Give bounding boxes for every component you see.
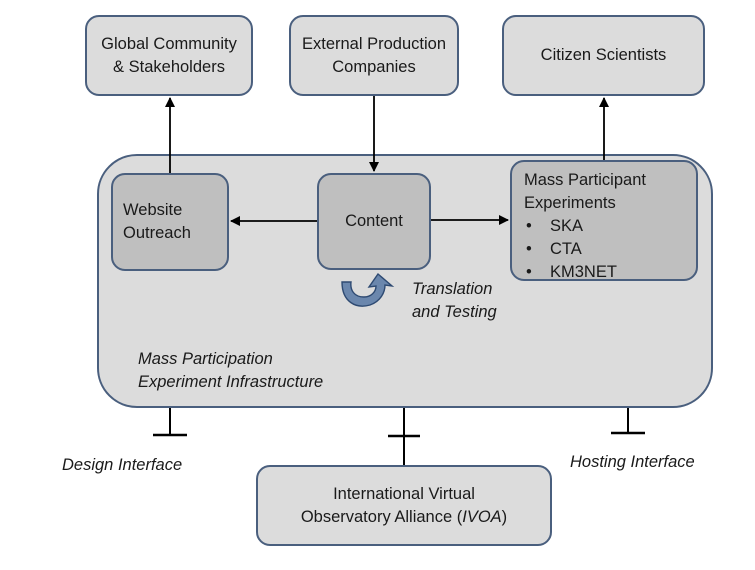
global-community-label: Global Community & Stakeholders [101,34,237,76]
translation-testing-label: Translation and Testing [412,278,497,324]
cycle-arrow-icon [341,272,395,307]
mass-participant-experiments-box: Mass Participant Experiments SKA CTA KM3… [510,160,698,284]
experiment-item-cta: CTA [524,238,617,261]
experiments-list: SKA CTA KM3NET [524,215,617,284]
external-production-label: External Production Companies [302,34,446,76]
mass-participant-experiments-title: Mass Participant Experiments [524,171,646,212]
global-community-box: Global Community & Stakeholders [85,15,253,96]
translation-label-line1: Translation [412,280,493,298]
design-interface-label: Design Interface [62,456,183,474]
citizen-scientists-label: Citizen Scientists [540,46,667,64]
infrastructure-label-line2: Experiment Infrastructure [138,373,324,391]
citizen-scientists-box: Citizen Scientists [502,15,705,96]
infrastructure-label-line1: Mass Participation [138,350,273,368]
content-box: Content [317,173,431,270]
translation-label-line2: and Testing [412,303,497,321]
experiment-item-ska: SKA [524,215,617,238]
external-production-box: External Production Companies [289,15,459,96]
ivoa-box: International Virtual Observatory Allian… [256,465,552,546]
infrastructure-label: Mass Participation Experiment Infrastruc… [138,348,323,394]
experiment-item-km3net: KM3NET [524,261,617,284]
website-outreach-label: Website Outreach [123,201,191,242]
ivoa-label-line2: Observatory Alliance (IVOA) [300,507,508,526]
ivoa-label-line1: International Virtual [333,484,475,503]
hosting-interface-label: Hosting Interface [570,453,695,471]
content-label: Content [345,212,403,230]
website-outreach-box: Website Outreach [111,173,229,271]
